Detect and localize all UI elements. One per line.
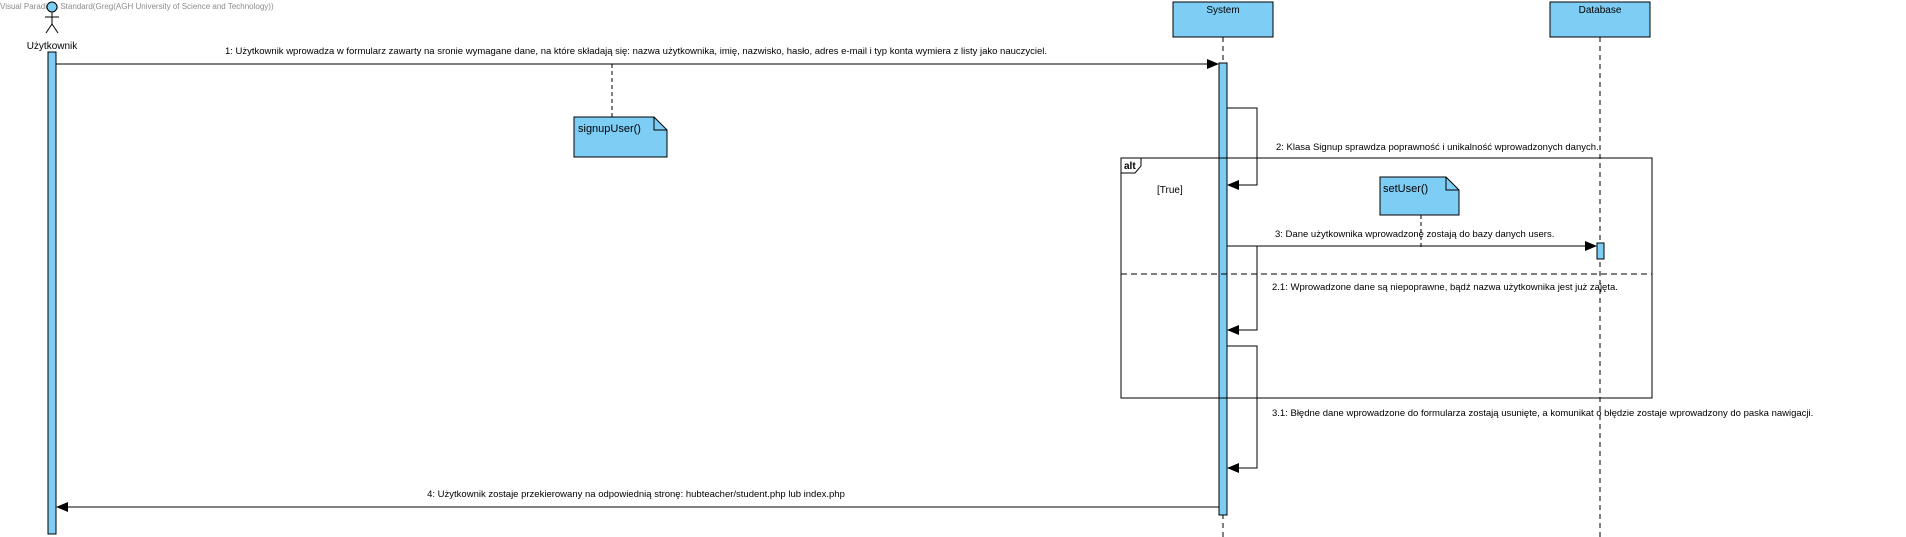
watermark-text: Visual Paradigm Standard(Greg(AGH Univer… <box>0 2 274 11</box>
message-1[interactable]: 1: Użytkownik wprowadza w formularz zawa… <box>56 46 1219 69</box>
note-signupuser-label: signupUser() <box>578 123 641 135</box>
alt-operator-label: alt <box>1124 161 1136 172</box>
message-2-1[interactable]: 2.1: Wprowadzone dane są niepoprawne, bą… <box>1227 245 1618 335</box>
note-setuser-fold-icon <box>1445 177 1459 191</box>
actor-activation-bar[interactable] <box>47 51 57 535</box>
system-head-box[interactable] <box>1172 1 1274 38</box>
message-3[interactable]: 3: Dane użytkownika wprowadzone zostają … <box>1227 229 1597 251</box>
message-4[interactable]: 4: Użytkownik zostaje przekierowany na o… <box>56 489 1219 512</box>
note-signupuser-fold-icon <box>653 117 667 131</box>
message-2-label: 2: Klasa Signup sprawdza poprawność i un… <box>1276 142 1599 153</box>
message-2-1-arrow <box>1227 245 1258 335</box>
system-activation-bar[interactable] <box>1218 62 1228 516</box>
message-2-arrow <box>1227 107 1258 190</box>
alt-operator-tab <box>1120 157 1142 174</box>
actor-label: Użytkownik <box>27 41 79 52</box>
message-3-1-label: 3.1: Błędne dane wprowadzone do formular… <box>1272 408 1813 419</box>
message-3-1-arrow <box>1227 345 1258 473</box>
message-2[interactable]: 2: Klasa Signup sprawdza poprawność i un… <box>1227 107 1599 190</box>
message-4-label: 4: Użytkownik zostaje przekierowany na o… <box>427 489 845 500</box>
message-2-1-label: 2.1: Wprowadzone dane są niepoprawne, bą… <box>1272 282 1618 293</box>
alt-fragment[interactable]: alt [True] <box>1120 157 1653 399</box>
system-head-label: System <box>1206 5 1239 16</box>
actor-stick-figure-icon <box>45 1 59 34</box>
lifeline-database[interactable]: Database <box>1549 1 1651 537</box>
note-signupuser-shape <box>573 116 668 158</box>
note-setuser-shape <box>1379 176 1460 216</box>
actor-uzytkownik[interactable]: Użytkownik <box>27 1 79 52</box>
message-1-label: 1: Użytkownik wprowadza w formularz zawa… <box>225 46 1047 57</box>
note-setuser-label: setUser() <box>1383 183 1428 195</box>
note-signupuser[interactable]: signupUser() <box>573 116 668 158</box>
database-head-box[interactable] <box>1549 1 1651 38</box>
database-head-label: Database <box>1579 5 1622 16</box>
database-activation-bar[interactable] <box>1596 242 1605 260</box>
note-setuser[interactable]: setUser() <box>1379 176 1460 216</box>
alt-guard-label: [True] <box>1157 185 1183 196</box>
message-3-label: 3: Dane użytkownika wprowadzone zostają … <box>1275 229 1554 240</box>
message-3-1[interactable]: 3.1: Błędne dane wprowadzone do formular… <box>1227 345 1813 473</box>
alt-fragment-frame <box>1120 157 1653 399</box>
